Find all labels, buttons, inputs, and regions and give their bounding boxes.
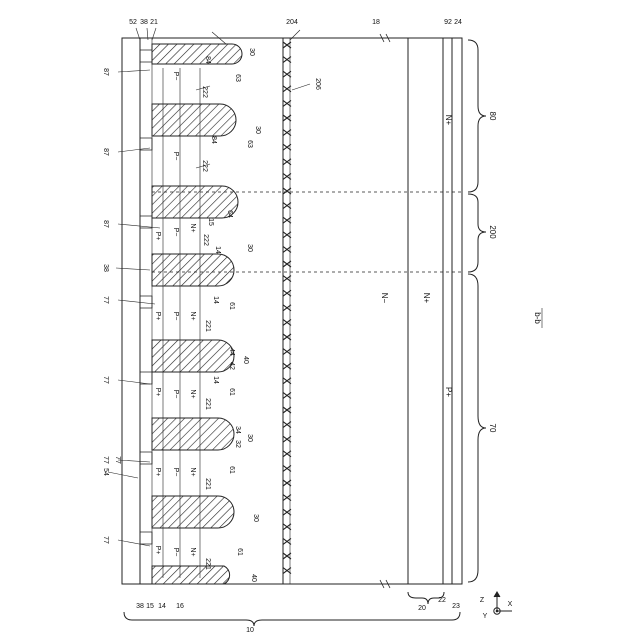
cell-p-minus-6: P− xyxy=(172,468,179,477)
ref-44: 44 xyxy=(228,348,235,356)
ref-23: 23 xyxy=(452,603,460,610)
ref-222-a: 222 xyxy=(201,86,208,98)
ref-77-e: 77 xyxy=(102,536,109,544)
cell-p-minus-1: P− xyxy=(172,72,179,81)
ref-77-d: 77 xyxy=(114,456,121,464)
ref-80: 80 xyxy=(488,112,497,121)
ref-77-b: 77 xyxy=(102,376,109,384)
ref-40-b: 40 xyxy=(250,574,257,582)
ref-18: 18 xyxy=(372,19,380,26)
ref-38-top: 38 xyxy=(140,19,148,26)
cell-p-minus-3: P− xyxy=(172,228,179,237)
axis-x-label: X xyxy=(508,601,513,608)
trench-gate-6 xyxy=(152,418,234,450)
ref-32: 32 xyxy=(234,440,241,448)
ref-30-c: 30 xyxy=(246,244,253,252)
cell-p-plus-2: P+ xyxy=(154,312,161,321)
cell-n-plus-3: N+ xyxy=(189,389,196,398)
ref-61-d: 61 xyxy=(236,548,243,556)
ref-61-b: 61 xyxy=(228,388,235,396)
ref-40-a: 40 xyxy=(242,356,249,364)
ref-10: 10 xyxy=(246,627,254,634)
ref-20: 20 xyxy=(418,605,426,612)
section-label: b-b xyxy=(533,312,542,324)
ref-38-bottom: 38 xyxy=(136,603,144,610)
ref-54: 54 xyxy=(102,468,109,476)
ref-87-c: 87 xyxy=(102,220,109,228)
ref-206: 206 xyxy=(314,78,321,90)
brace-80 xyxy=(468,40,486,192)
brace-200 xyxy=(468,194,486,272)
cell-p-minus-7: P− xyxy=(172,548,179,557)
ref-77-c: 77 xyxy=(102,456,109,464)
cell-p-minus-4: P− xyxy=(172,312,179,321)
ref-24: 24 xyxy=(454,19,462,26)
cell-n-plus-4: N+ xyxy=(189,467,196,476)
ref-30-a: 30 xyxy=(248,48,255,56)
ref-30-d: 30 xyxy=(246,434,253,442)
cell-p-plus-4: P+ xyxy=(154,468,161,477)
ref-221-c: 221 xyxy=(204,478,211,490)
ref-15-a: 15 xyxy=(207,218,214,226)
brace-10 xyxy=(124,612,460,626)
trench-gate-3 xyxy=(152,186,238,218)
ref-221-d: 221 xyxy=(204,558,211,570)
ref-14-a: 14 xyxy=(214,246,221,254)
ref-222-c: 222 xyxy=(202,234,209,246)
ref-15-b: 15 xyxy=(146,603,154,610)
ref-64: 64 xyxy=(226,210,233,218)
cell-n-plus-1: N+ xyxy=(189,223,196,232)
trench-gate-1 xyxy=(152,44,242,64)
cell-p-plus-1: P+ xyxy=(154,232,161,241)
ref-16: 16 xyxy=(176,603,184,610)
ref-222-b: 222 xyxy=(201,160,208,172)
trench-gate-2 xyxy=(152,104,236,136)
ref-63-a: 63 xyxy=(234,74,241,82)
axis-y-label: Y xyxy=(483,613,488,620)
region-n-minus-label: N− xyxy=(380,293,389,304)
ref-221-a: 221 xyxy=(204,320,211,332)
cell-p-plus-5: P+ xyxy=(154,546,161,555)
ref-21: 21 xyxy=(150,19,158,26)
ref-30-e: 30 xyxy=(252,514,259,522)
cell-p-minus-5: P− xyxy=(172,390,179,399)
ref-63-b: 63 xyxy=(246,140,253,148)
ref-77-a: 77 xyxy=(102,296,109,304)
ref-30-b: 30 xyxy=(254,126,261,134)
cell-p-plus-3: P+ xyxy=(154,388,161,397)
region-n-plus-strip-label: N+ xyxy=(444,115,453,126)
ref-200: 200 xyxy=(488,225,497,239)
trench-gate-5 xyxy=(152,340,234,372)
ref-38-mid: 38 xyxy=(102,264,109,272)
brace-70 xyxy=(468,274,486,582)
region-p-plus-label: P+ xyxy=(444,387,453,397)
cell-n-plus-5: N+ xyxy=(189,547,196,556)
ref-14-d: 14 xyxy=(158,603,166,610)
ref-14-c: 14 xyxy=(212,376,219,384)
ref-87-a: 87 xyxy=(102,68,109,76)
cell-p-minus-2: P− xyxy=(172,152,179,161)
ref-221-b: 221 xyxy=(204,398,211,410)
trench-gate-7 xyxy=(152,496,234,528)
ref-61-c: 61 xyxy=(228,466,235,474)
ref-14-b: 14 xyxy=(212,296,219,304)
ref-92: 92 xyxy=(444,19,452,26)
ref-204: 204 xyxy=(286,19,298,26)
ref-42: 42 xyxy=(228,362,235,370)
ref-52: 52 xyxy=(129,19,137,26)
ref-84-a: 84 xyxy=(204,56,211,64)
ref-84-b: 84 xyxy=(210,136,217,144)
ref-34: 34 xyxy=(234,426,241,434)
axis-z-label: Z xyxy=(480,597,485,604)
ref-22: 22 xyxy=(438,597,446,604)
cell-n-plus-2: N+ xyxy=(189,311,196,320)
region-n-plus-label: N+ xyxy=(422,293,431,304)
ref-70: 70 xyxy=(488,424,497,433)
trench-gate-8 xyxy=(152,566,230,584)
ref-87-b: 87 xyxy=(102,148,109,156)
trench-gate-4 xyxy=(152,254,234,286)
ref-61-a: 61 xyxy=(228,302,235,310)
